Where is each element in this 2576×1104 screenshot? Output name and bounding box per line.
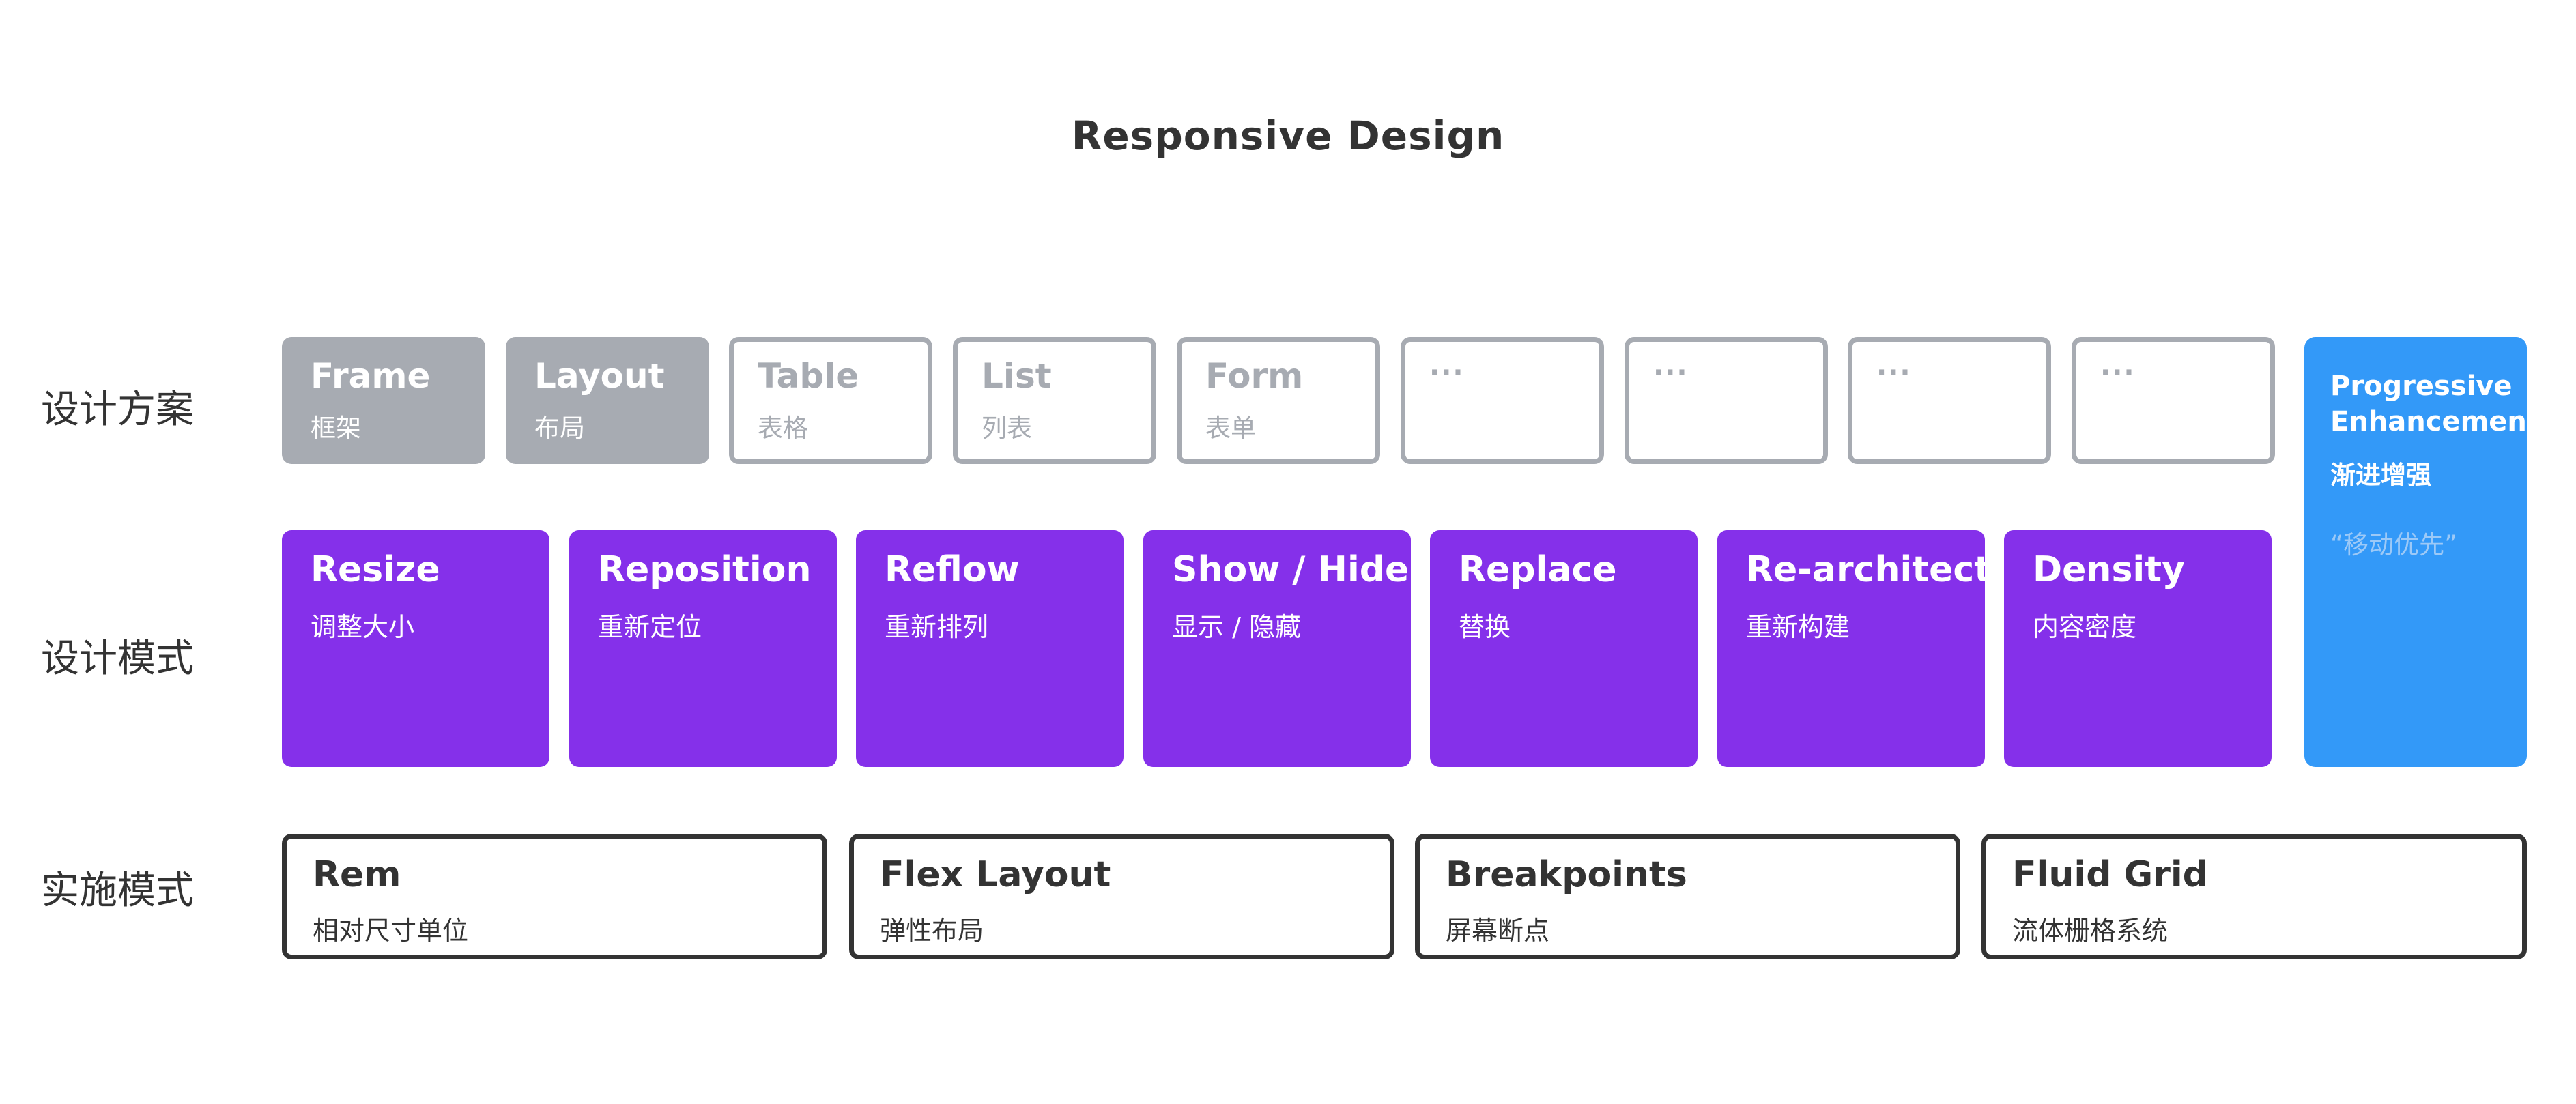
pattern-box-density: Density 内容密度 <box>2004 530 2272 767</box>
scheme-box-table: Table 表格 <box>729 337 932 464</box>
impl-title: Flex Layout <box>880 854 1111 895</box>
scheme-box-more-1: ··· <box>1401 337 1604 464</box>
scheme-title: Form <box>1205 356 1304 396</box>
row-label-pattern: 设计模式 <box>41 637 194 681</box>
pattern-title: Reflow <box>885 549 1020 590</box>
impl-box-fluid-grid: Fluid Grid 流体栅格系统 <box>1981 834 2527 959</box>
scheme-title: ··· <box>1653 357 1689 388</box>
scheme-title: ··· <box>1876 357 1912 388</box>
pattern-box-show-hide: Show / Hide 显示 / 隐藏 <box>1143 530 1411 767</box>
scheme-subtitle: 表单 <box>1205 413 1256 443</box>
impl-box-breakpoints: Breakpoints 屏幕断点 <box>1415 834 1960 959</box>
progressive-title-line1: Progressive <box>2330 371 2513 402</box>
pattern-title: Resize <box>311 549 440 590</box>
pattern-title: Reposition <box>598 549 812 590</box>
pattern-subtitle: 重新构建 <box>1746 612 1850 643</box>
scheme-box-more-4: ··· <box>2072 337 2275 464</box>
scheme-subtitle: 列表 <box>982 413 1032 443</box>
impl-title: Rem <box>313 854 401 895</box>
pattern-subtitle: 替换 <box>1459 612 1511 643</box>
pattern-box-reflow: Reflow 重新排列 <box>856 530 1124 767</box>
pattern-subtitle: 重新排列 <box>885 612 989 643</box>
pattern-subtitle: 重新定位 <box>598 612 702 643</box>
scheme-title: Layout <box>534 356 665 396</box>
scheme-title: Table <box>758 356 859 396</box>
scheme-title: List <box>982 356 1052 396</box>
impl-title: Breakpoints <box>1446 854 1687 895</box>
progressive-enhancement-box: Progressive Enhancement 渐进增强 “移动优先” <box>2304 337 2540 767</box>
impl-box-flex-layout: Flex Layout 弹性布局 <box>849 834 1394 959</box>
pattern-box-reposition: Reposition 重新定位 <box>569 530 837 767</box>
row-label-scheme: 设计方案 <box>41 388 194 432</box>
scheme-box-more-2: ··· <box>1625 337 1828 464</box>
impl-subtitle: 屏幕断点 <box>1446 916 1550 946</box>
scheme-box-frame: Frame 框架 <box>282 337 485 464</box>
pattern-title: Re-architect <box>1746 549 1992 590</box>
diagram-title: Responsive Design <box>1071 113 1505 159</box>
impl-subtitle: 弹性布局 <box>880 916 984 946</box>
pattern-box-re-architect: Re-architect 重新构建 <box>1717 530 1992 767</box>
scheme-subtitle: 框架 <box>311 413 361 443</box>
scheme-box-more-3: ··· <box>1848 337 2051 464</box>
progressive-title-line2: Enhancement <box>2330 406 2540 437</box>
pattern-box-replace: Replace 替换 <box>1430 530 1698 767</box>
row-label-impl: 实施模式 <box>41 869 194 913</box>
pattern-title: Density <box>2033 549 2185 590</box>
scheme-title: ··· <box>2100 357 2136 388</box>
scheme-box-list: List 列表 <box>953 337 1156 464</box>
impl-box-rem: Rem 相对尺寸单位 <box>282 834 827 959</box>
impl-subtitle: 流体栅格系统 <box>2012 916 2169 946</box>
scheme-title: ··· <box>1429 357 1465 388</box>
scheme-title: Frame <box>311 356 431 396</box>
pattern-subtitle: 内容密度 <box>2033 612 2137 643</box>
scheme-subtitle: 表格 <box>758 413 808 443</box>
pattern-title: Replace <box>1459 549 1617 590</box>
impl-subtitle: 相对尺寸单位 <box>313 916 469 946</box>
progressive-subtitle: 渐进增强 <box>2330 461 2431 490</box>
progressive-note: “移动优先” <box>2330 530 2458 560</box>
impl-title: Fluid Grid <box>2012 854 2208 895</box>
pattern-title: Show / Hide <box>1172 549 1409 590</box>
pattern-subtitle: 调整大小 <box>311 612 415 643</box>
scheme-box-form: Form 表单 <box>1177 337 1380 464</box>
pattern-box-resize: Resize 调整大小 <box>282 530 549 767</box>
scheme-box-layout: Layout 布局 <box>506 337 709 464</box>
pattern-subtitle: 显示 / 隐藏 <box>1172 612 1301 643</box>
scheme-subtitle: 布局 <box>534 413 585 443</box>
